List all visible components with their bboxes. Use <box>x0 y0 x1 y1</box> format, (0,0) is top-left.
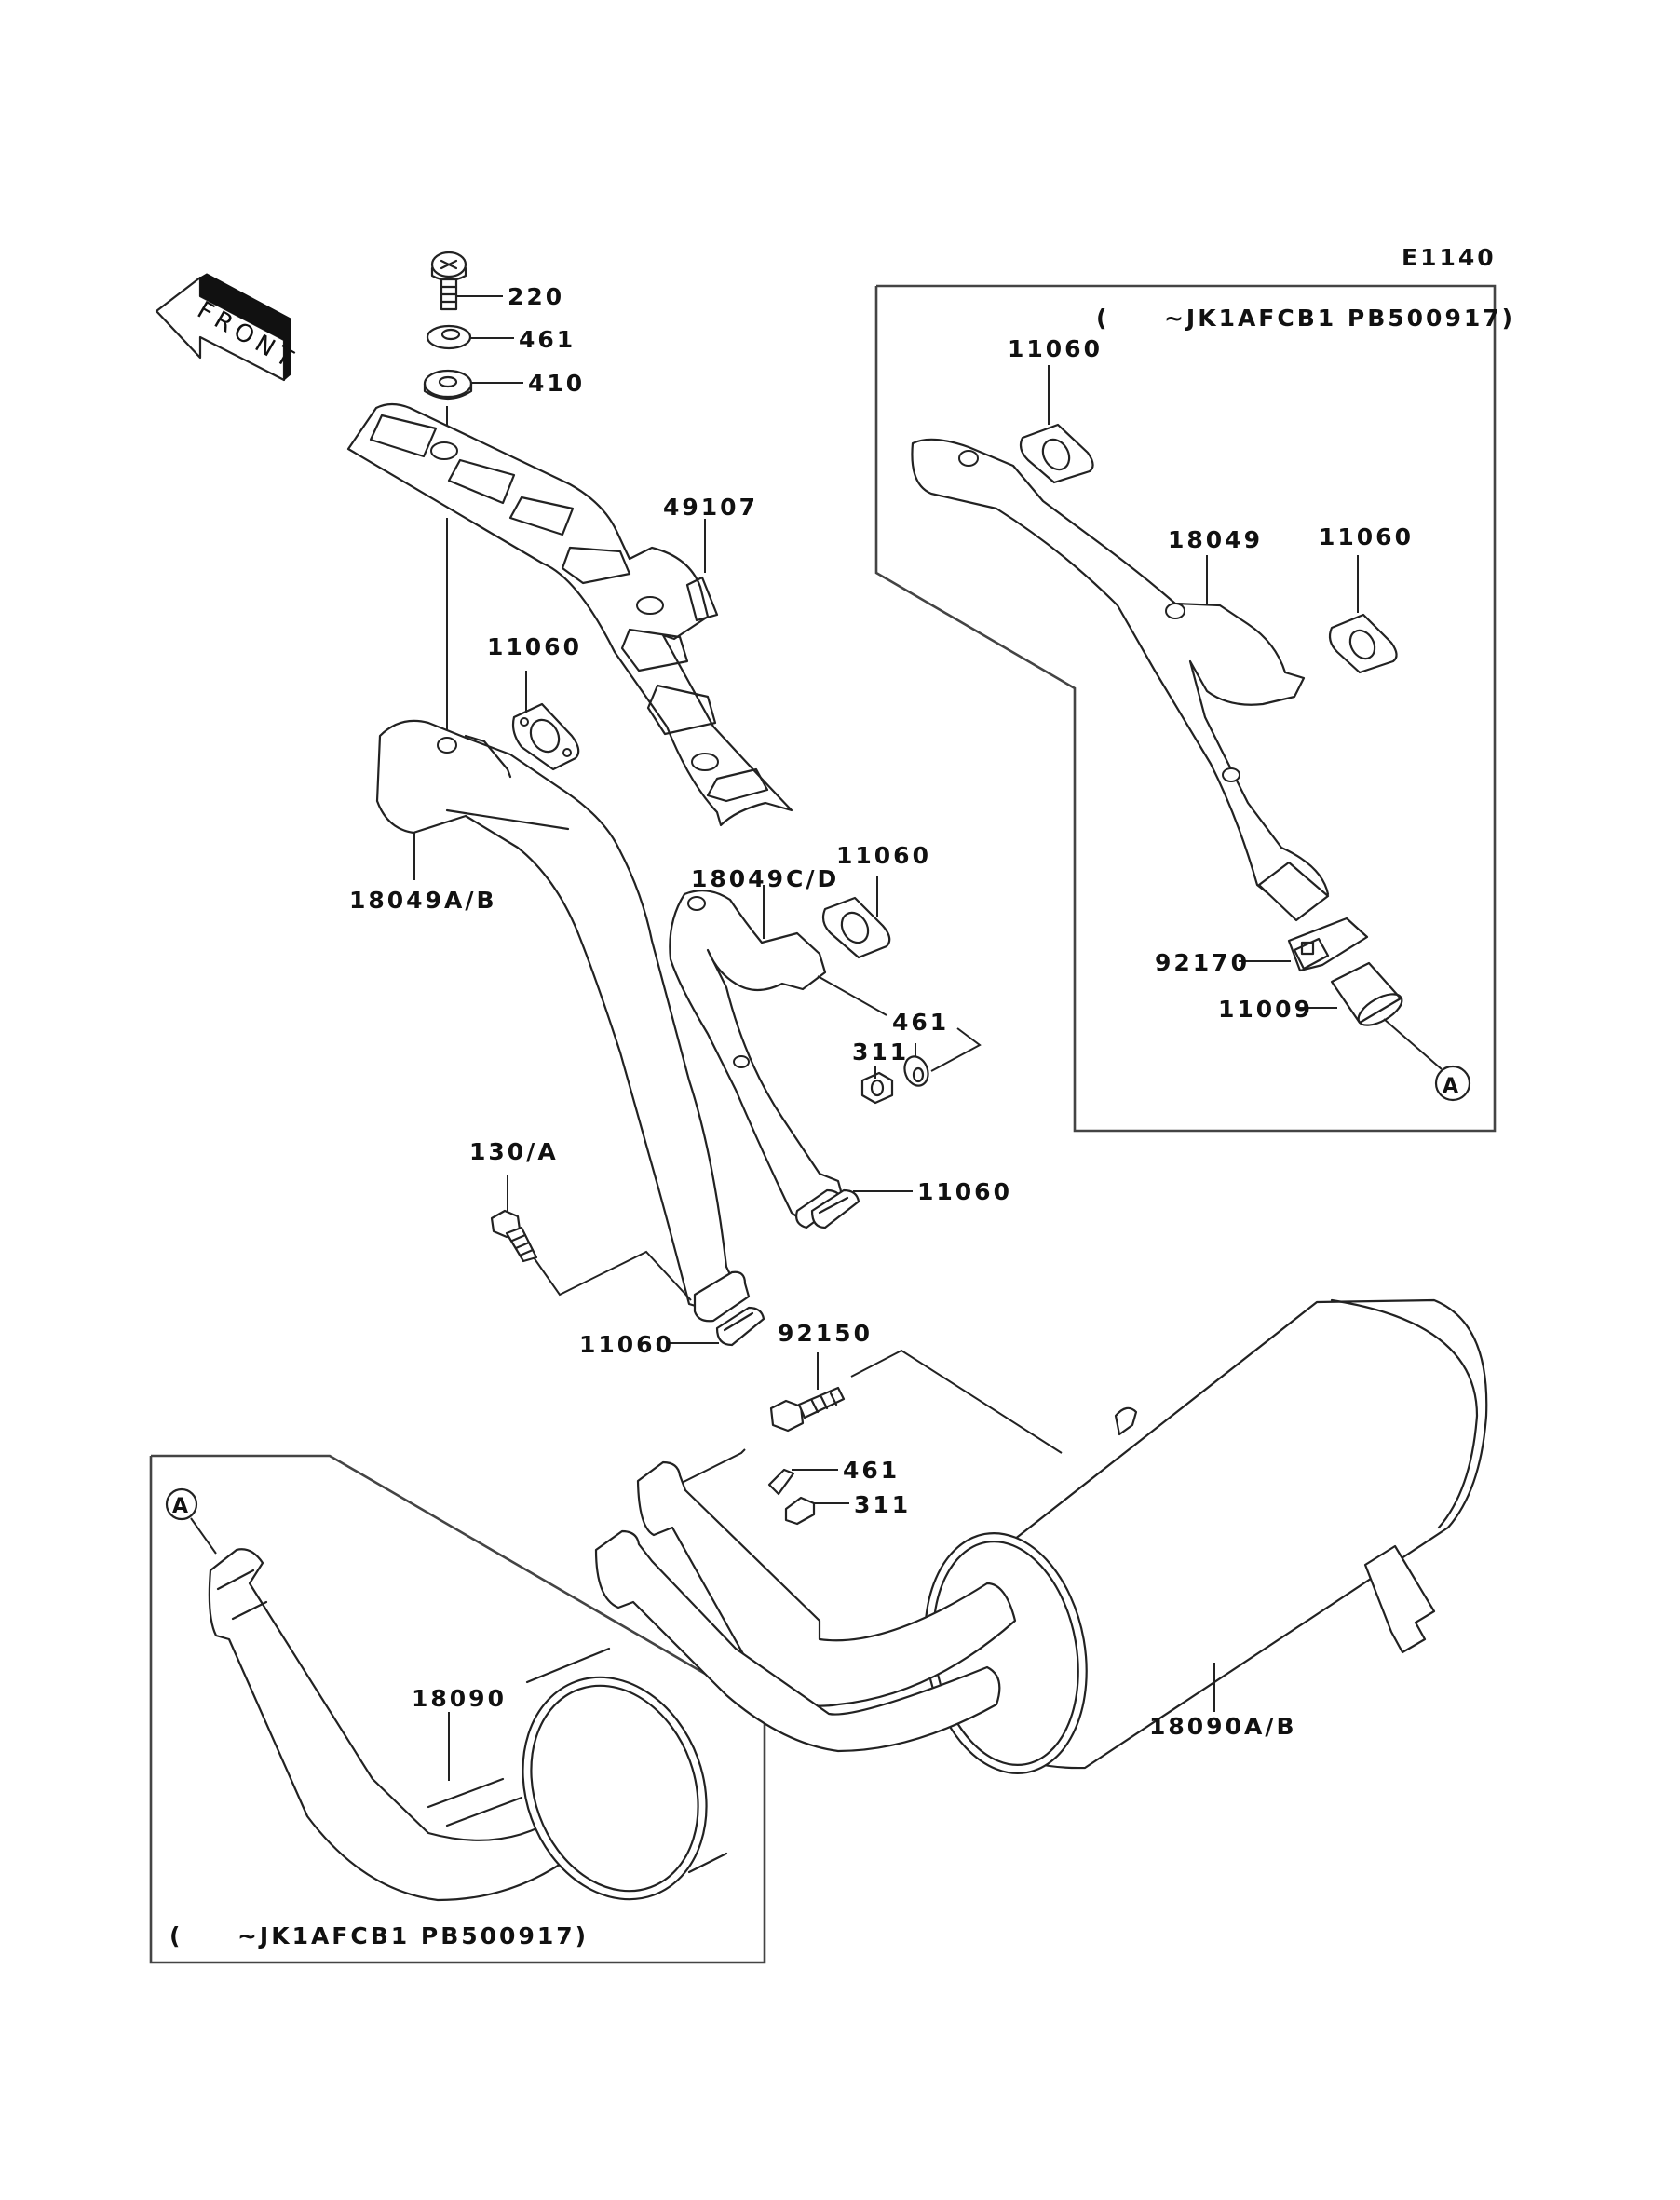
lockwasher-461-low[interactable] <box>767 1468 795 1496</box>
label-box-18049: 18049 <box>1168 526 1263 553</box>
label-11060-cd: 11060 <box>836 842 931 869</box>
label-311-mid: 311 <box>852 1039 909 1066</box>
variant-box-left <box>149 1454 766 1964</box>
front-arrow-icon: FRONT <box>155 273 302 382</box>
lockwasher-461-top[interactable] <box>426 324 472 350</box>
label-box-11060-b: 11060 <box>1319 523 1414 550</box>
label-461-top: 461 <box>519 326 576 353</box>
box-gasket-11060-b[interactable] <box>1328 613 1398 674</box>
box-pipe-18049[interactable] <box>911 438 1330 922</box>
label-461-low: 461 <box>843 1457 900 1484</box>
label-311-low: 311 <box>854 1491 911 1518</box>
nut-311-low[interactable] <box>784 1496 816 1526</box>
gasket-11060-bottom[interactable] <box>715 1306 765 1347</box>
variant-note-right: ( ~JK1AFCB1 PB500917) <box>1096 305 1515 332</box>
label-461-mid: 461 <box>892 1009 949 1036</box>
washer-410[interactable] <box>423 369 473 401</box>
label-18049cd: 18049C/D <box>691 865 839 892</box>
label-130a: 130/A <box>469 1138 559 1165</box>
gasket-11060-right-lower[interactable] <box>810 1188 860 1229</box>
label-18049ab: 18049A/B <box>349 887 497 914</box>
gasket-11060-upper[interactable] <box>511 702 580 771</box>
label-box-11060-a: 11060 <box>1008 335 1103 362</box>
label-11060-right-lower: 11060 <box>917 1178 1012 1205</box>
bolt-92150[interactable] <box>769 1386 846 1433</box>
label-18090ab: 18090A/B <box>1149 1713 1297 1740</box>
label-11060-bottom: 11060 <box>579 1331 674 1358</box>
label-410: 410 <box>528 370 585 397</box>
connector-a-right: A <box>1434 1065 1471 1102</box>
lockwasher-461-mid[interactable] <box>901 1053 931 1089</box>
gasket-11060-cd[interactable] <box>821 896 891 959</box>
label-92150: 92150 <box>778 1320 873 1347</box>
box-gasket-11060-a[interactable] <box>1019 423 1094 484</box>
label-11009: 11009 <box>1218 996 1313 1023</box>
label-92170: 92170 <box>1155 949 1250 976</box>
svg-text:A: A <box>1443 1075 1458 1098</box>
sleeve-11009[interactable] <box>1330 961 1407 1031</box>
variant-note-left: ( ~JK1AFCB1 PB500917) <box>169 1922 589 1949</box>
label-220: 220 <box>508 283 564 310</box>
nut-311-mid[interactable] <box>860 1071 894 1105</box>
label-49107: 49107 <box>663 494 758 521</box>
pipe-18049ab[interactable] <box>375 719 751 1323</box>
bolt-130a[interactable] <box>490 1209 538 1263</box>
bolt-220[interactable] <box>430 251 467 311</box>
muffler-18090ab[interactable] <box>594 1298 1488 1786</box>
label-11060-upper: 11060 <box>487 633 582 660</box>
label-18090: 18090 <box>412 1685 507 1712</box>
connector-a-left: A <box>165 1487 198 1521</box>
muffler-18090[interactable] <box>208 1548 737 1925</box>
variant-box-right <box>874 284 1497 1133</box>
heat-guard-49107[interactable] <box>346 402 793 827</box>
svg-text:A: A <box>172 1495 188 1518</box>
clamp-92170[interactable] <box>1287 917 1369 972</box>
diagram-code: E1140 <box>1402 244 1497 271</box>
